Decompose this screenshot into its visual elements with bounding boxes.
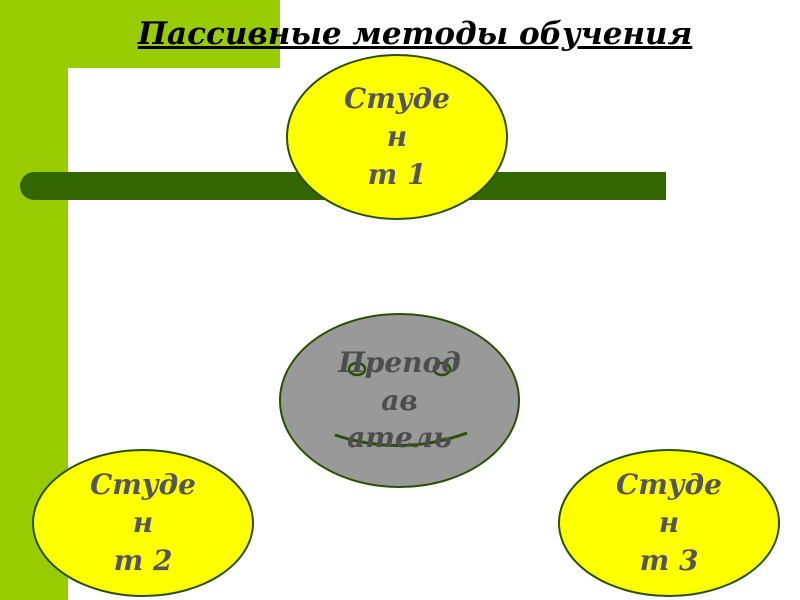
teacher-node: Преподав атель — [279, 313, 520, 488]
slide-title: Пассивные методы обучения — [137, 16, 693, 52]
student-2-node: Студен т 2 — [32, 449, 254, 597]
student-2-label: Студен т 2 — [90, 468, 196, 577]
student-1-label: Студен т 1 — [344, 82, 450, 191]
rounded-corner-decoration — [68, 68, 148, 148]
student-1-node: Студен т 1 — [286, 54, 508, 220]
green-top-strip — [0, 0, 280, 68]
teacher-label: Преподав атель — [338, 345, 461, 455]
student-3-node: Студен т 3 — [558, 449, 780, 597]
student-3-label: Студен т 3 — [616, 468, 722, 577]
